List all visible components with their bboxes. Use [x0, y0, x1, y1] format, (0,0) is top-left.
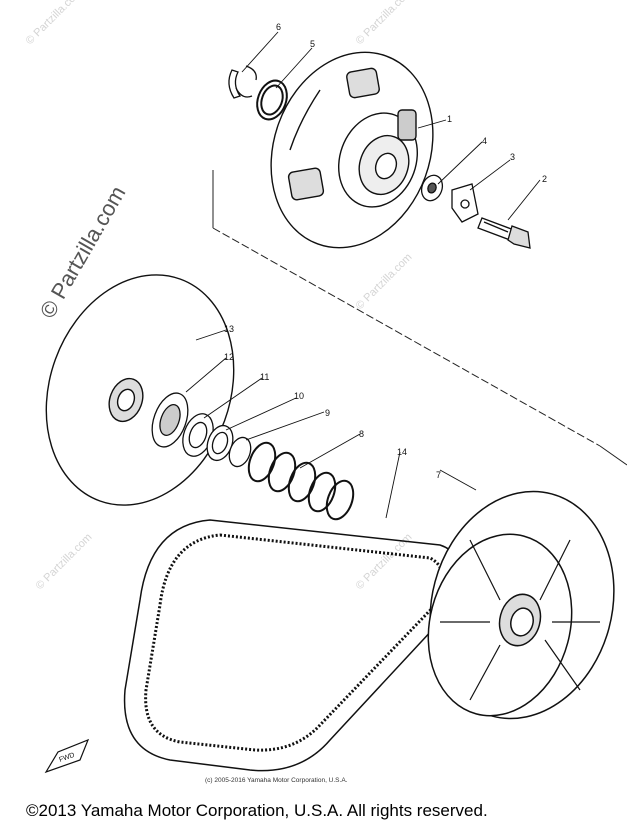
- part-6-clip: [228, 65, 257, 99]
- part-8-spring: [247, 441, 355, 521]
- part-labels: 1 2 3 4 5 6 7 8 9 10 11 12 13 14: [224, 22, 547, 480]
- copyright-main: ©2013 Yamaha Motor Corporation, U.S.A. A…: [26, 801, 488, 820]
- part-label-1: 1: [447, 114, 452, 124]
- part-11-ring: [182, 413, 214, 457]
- copyright-small: (c) 2005-2016 Yamaha Motor Corporation, …: [205, 777, 348, 784]
- part-14-belt: [123, 519, 464, 772]
- part-10-ring: [206, 424, 234, 462]
- part-label-10: 10: [294, 391, 304, 401]
- primary-sheave: [270, 51, 434, 249]
- part-label-13: 13: [224, 324, 234, 334]
- part-3-lock-plate: [451, 183, 479, 223]
- part-label-5: 5: [310, 39, 315, 49]
- part-label-11: 11: [260, 372, 269, 382]
- part-label-3: 3: [510, 152, 515, 162]
- part-label-7: 7: [436, 470, 441, 480]
- leader-lines: [185, 31, 541, 519]
- part-5-snap-ring: [256, 79, 288, 121]
- watermark-text: © Partzilla.com: [34, 531, 95, 592]
- fwd-arrow-icon: FWD: [44, 738, 90, 774]
- part-label-2: 2: [542, 174, 547, 184]
- part-7-pulley: [427, 490, 615, 720]
- part-label-9: 9: [325, 408, 330, 418]
- part-4-washer: [420, 174, 444, 202]
- watermark-text: © Partzilla.com: [354, 251, 415, 312]
- part-label-8: 8: [359, 429, 364, 439]
- watermark-text: © Partzilla.com: [354, 531, 415, 592]
- part-label-14: 14: [397, 447, 407, 457]
- part-9-ring: [228, 436, 252, 468]
- part-label-12: 12: [224, 352, 234, 362]
- part-12-collar: [151, 392, 189, 448]
- watermark-text: © Partzilla.com: [24, 0, 85, 47]
- separator-lines: [212, 170, 627, 466]
- part-2-bolt: [477, 217, 531, 249]
- watermark-text: © Partzilla.com: [354, 0, 415, 47]
- part-label-4: 4: [482, 136, 487, 146]
- part-label-6: 6: [276, 22, 281, 32]
